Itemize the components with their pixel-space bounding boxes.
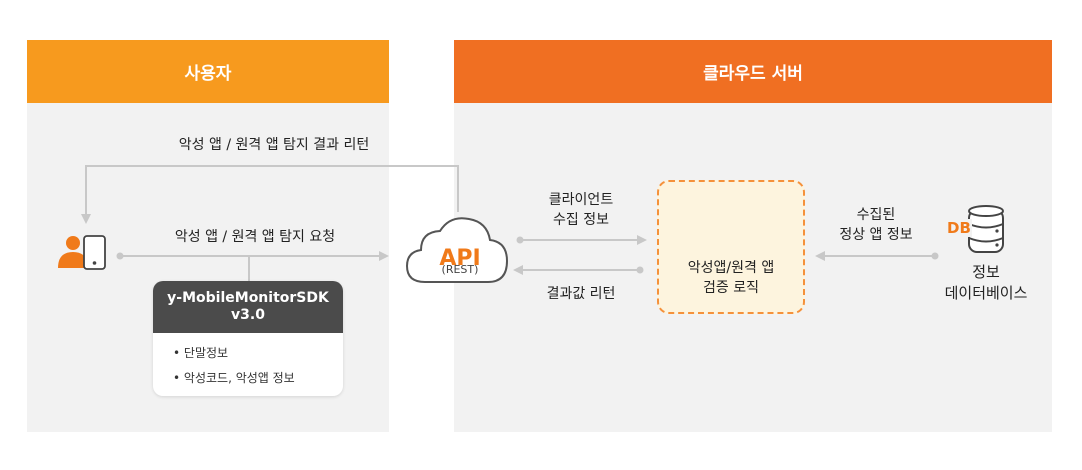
result-return-label: 결과값 리턴 bbox=[546, 286, 616, 302]
sdk-item: • 단말정보 bbox=[173, 346, 229, 360]
verification-logic-line1: 악성앱/원격 앱 bbox=[687, 260, 775, 276]
sdk-version: v3.0 bbox=[231, 307, 265, 323]
sdk-item: • 악성코드, 악성앱 정보 bbox=[173, 371, 295, 385]
verification-logic-line2: 검증 로직 bbox=[703, 280, 759, 296]
collected-info-label-line2: 정상 앱 정보 bbox=[839, 227, 913, 243]
sdk-title: y-MobileMonitorSDK bbox=[167, 290, 329, 306]
rest-label: (REST) bbox=[441, 263, 479, 276]
verification-logic-label: 악성앱/원격 앱 검증 로직 bbox=[659, 258, 803, 298]
return-result-arrow bbox=[81, 165, 459, 224]
detect-request-label: 악성 앱 / 원격 앱 탐지 요청 bbox=[174, 229, 336, 245]
collected-info-label: 수집된 정상 앱 정보 bbox=[816, 205, 936, 245]
user-phone-icon bbox=[58, 235, 106, 270]
sdk-item-list: • 단말정보 • 악성코드, 악성앱 정보 bbox=[153, 333, 343, 391]
user-panel-title: 사용자 bbox=[27, 40, 389, 103]
collected-info-label-line1: 수집된 bbox=[856, 207, 896, 223]
client-collect-label-line2: 수집 정보 bbox=[553, 212, 609, 228]
api-label: API bbox=[439, 246, 481, 271]
database-label-line1: 정보 bbox=[972, 263, 1000, 281]
sdk-box: y-MobileMonitorSDK v3.0 • 단말정보 • 악성코드, 악… bbox=[153, 281, 343, 396]
cloud-panel-title: 클라우드 서버 bbox=[454, 40, 1052, 103]
client-collect-label-line1: 클라이언트 bbox=[548, 192, 614, 208]
database-icon bbox=[968, 205, 1004, 253]
client-collect-label: 클라이언트 수집 정보 bbox=[521, 190, 641, 230]
db-badge: DB bbox=[946, 219, 972, 237]
verification-logic-box: 악성앱/원격 앱 검증 로직 bbox=[657, 180, 805, 314]
return-result-label: 악성 앱 / 원격 앱 탐지 결과 리턴 bbox=[178, 137, 370, 153]
sdk-header: y-MobileMonitorSDK v3.0 bbox=[153, 281, 343, 333]
database-label-line2: 데이터베이스 bbox=[944, 284, 1028, 302]
database-label: 정보 데이터베이스 bbox=[926, 262, 1046, 304]
cloud-icon bbox=[405, 217, 509, 283]
